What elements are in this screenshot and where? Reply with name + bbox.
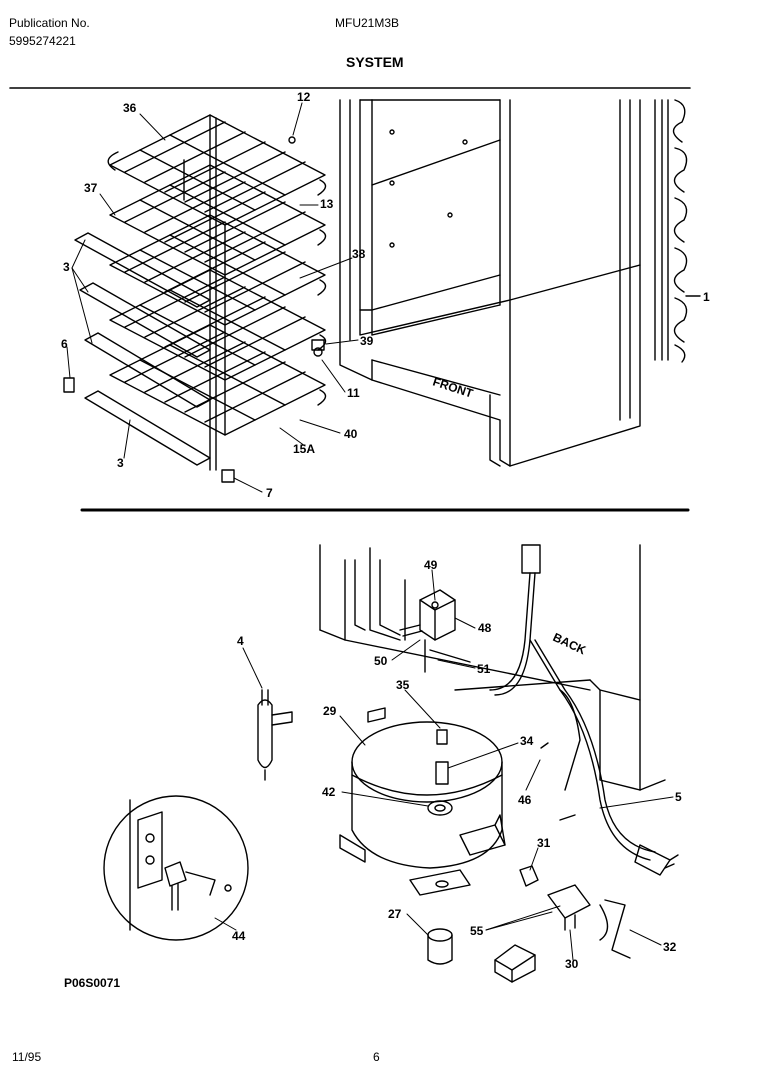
inset-detail — [103, 795, 249, 941]
back-label: BACK — [551, 630, 589, 657]
publication-number: 5995274221 — [9, 34, 76, 48]
electrical-components — [494, 865, 631, 983]
callout-label: 5 — [675, 790, 682, 804]
filter-drier — [257, 689, 293, 781]
callout-label: 6 — [61, 337, 68, 351]
callout-label: 27 — [388, 907, 402, 921]
callout-label: 4 — [237, 634, 244, 648]
grommet — [427, 928, 453, 965]
callout-label: 7 — [266, 486, 273, 500]
callout-label: 3 — [63, 260, 70, 274]
condenser-coil — [654, 99, 701, 363]
footer-date: 11/95 — [12, 1050, 42, 1064]
callout-label: 44 — [232, 929, 246, 943]
page-title: SYSTEM — [346, 54, 404, 70]
callout-label: 36 — [123, 101, 137, 115]
back-cabinet — [319, 544, 666, 791]
callout-label: 30 — [565, 957, 579, 971]
front-label: FRONT — [431, 375, 475, 401]
bottom-leader-lines — [214, 569, 674, 961]
callout-label: 35 — [396, 678, 410, 692]
compressor — [339, 707, 549, 896]
callout-label: 1 — [703, 290, 710, 304]
callout-label: 32 — [663, 940, 677, 954]
top-hardware — [63, 136, 325, 483]
drawing-id: P06S0071 — [64, 976, 121, 990]
valve-assembly — [399, 589, 471, 673]
callout-label: 29 — [323, 704, 337, 718]
wiring-harness — [489, 544, 679, 876]
callout-label: 46 — [518, 793, 532, 807]
callout-label: 34 — [520, 734, 534, 748]
bottom-callouts: 49 48 50 51 4 35 29 34 42 46 5 31 27 55 … — [232, 558, 682, 971]
cabinet-drawing — [339, 99, 641, 467]
callout-label: 40 — [344, 427, 358, 441]
top-leader-lines — [66, 102, 359, 493]
model-number: MFU21M3B — [335, 16, 400, 30]
callout-label: 42 — [322, 785, 336, 799]
publication-label: Publication No. — [9, 16, 90, 30]
callout-label: 48 — [478, 621, 492, 635]
callout-label: 55 — [470, 924, 484, 938]
top-callouts: 36 12 37 13 38 3 1 6 39 11 40 15A 3 7 — [61, 90, 710, 500]
callout-label: 49 — [424, 558, 438, 572]
callout-label: 38 — [352, 247, 366, 261]
callout-label: 31 — [537, 836, 551, 850]
callout-label: 37 — [84, 181, 98, 195]
callout-label: 11 — [347, 386, 360, 400]
callout-label: 51 — [477, 662, 491, 676]
callout-label: 39 — [360, 334, 374, 348]
callout-label: 13 — [320, 197, 334, 211]
callout-label: 15A — [293, 442, 315, 456]
page-number: 6 — [373, 1050, 380, 1064]
shelf-rails — [74, 232, 211, 466]
callout-label: 12 — [297, 90, 311, 104]
callout-label: 50 — [374, 654, 388, 668]
callout-label: 3 — [117, 456, 124, 470]
